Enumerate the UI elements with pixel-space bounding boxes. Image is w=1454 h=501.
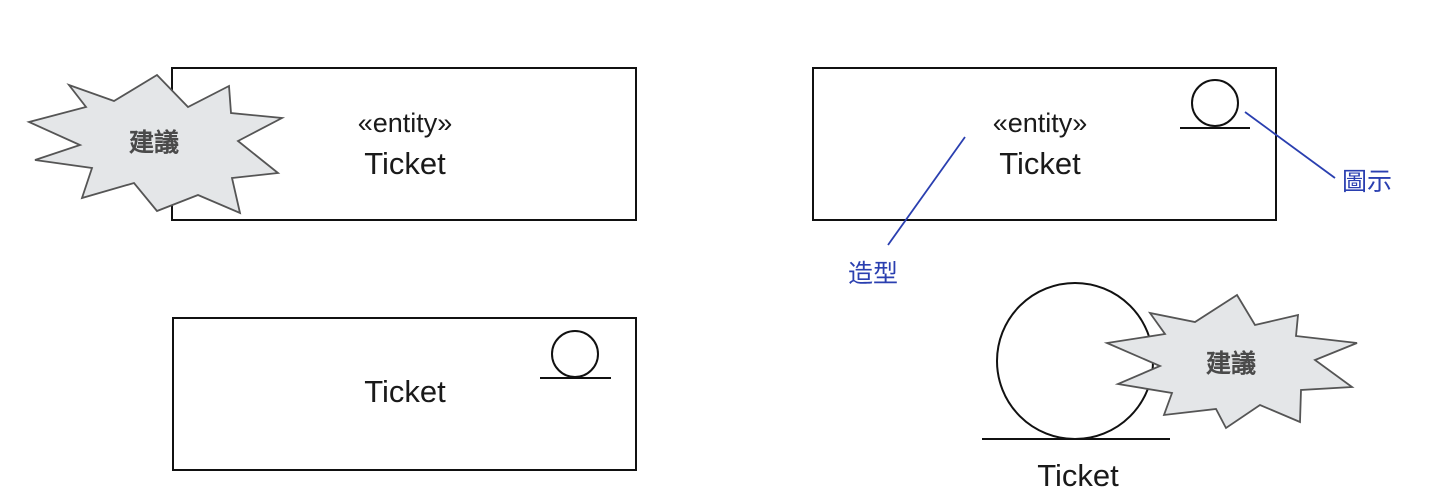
top-right-entity-group: «entity» Ticket 造型 圖示 bbox=[812, 67, 1392, 288]
top-right-class-name: Ticket bbox=[999, 146, 1081, 181]
bottom-right-entity-circle-icon bbox=[996, 282, 1154, 440]
top-left-suggestion-label: 建議 bbox=[129, 128, 179, 157]
bottom-right-suggestion-label: 建議 bbox=[1206, 349, 1256, 378]
top-left-class-name: Ticket bbox=[364, 146, 446, 181]
top-right-entity-box bbox=[812, 67, 1277, 221]
bottom-right-class-name: Ticket bbox=[1037, 458, 1119, 493]
top-right-entity-circle-icon bbox=[1191, 79, 1239, 127]
icon-callout-leader bbox=[1244, 111, 1336, 179]
top-left-entity-group: 建議 «entity» Ticket bbox=[26, 67, 637, 221]
stereotype-callout-label: 造型 bbox=[848, 260, 898, 288]
bottom-right-suggestion-burst bbox=[1103, 293, 1358, 430]
top-left-suggestion-burst bbox=[26, 73, 286, 215]
stereotype-callout-leader bbox=[887, 136, 966, 246]
bottom-right-entity-group: 建議 Ticket bbox=[982, 282, 1358, 493]
top-left-entity-box bbox=[171, 67, 637, 221]
bottom-left-class-name: Ticket bbox=[364, 374, 446, 409]
icon-callout-label: 圖示 bbox=[1342, 168, 1392, 196]
top-right-stereotype-label: «entity» bbox=[993, 108, 1088, 138]
bottom-left-entity-group: Ticket bbox=[172, 317, 637, 471]
bottom-left-entity-box bbox=[172, 317, 637, 471]
top-left-stereotype-label: «entity» bbox=[358, 108, 453, 138]
